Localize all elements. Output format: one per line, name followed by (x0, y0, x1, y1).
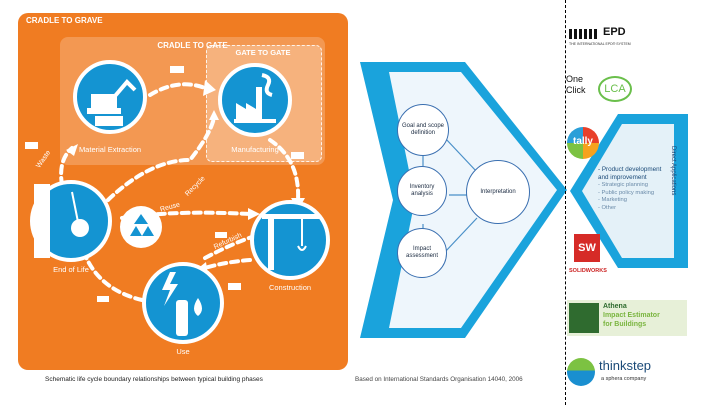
tally-name: tally (572, 136, 593, 147)
framework-vertical-label: ISO 14040 Life cycle assessment framewor… (370, 121, 376, 230)
athena-column-icon (569, 303, 599, 333)
applications-title: - Product development and improvement (598, 166, 662, 182)
truck-icon (228, 283, 241, 290)
arrowhead (66, 144, 78, 156)
athena-name: Athena (603, 303, 627, 310)
use-circle (142, 262, 224, 344)
material-extraction-circle (73, 60, 147, 134)
arrow-construction-to-use (203, 258, 252, 270)
manufacturing-circle (218, 63, 292, 137)
one-click-lca-logo: One Click LCA (566, 74, 636, 102)
arrowhead (209, 110, 219, 120)
epd-subtitle: THE INTERNATIONAL EPD® SYSTEM (569, 42, 631, 46)
tally-logo: tally (567, 127, 599, 159)
section-divider (565, 0, 566, 405)
thinkstep-logo: thinkstep a sphera company (567, 356, 687, 388)
arrow-extraction-to-manufacturing (148, 82, 207, 97)
epd-bars-icon (569, 29, 599, 39)
arrow-recycle (106, 116, 216, 202)
arrowhead (203, 80, 216, 96)
applications-item: - Marketing (598, 197, 627, 204)
utilities-icon (162, 272, 202, 336)
material-extraction-label: Material Extraction (78, 145, 142, 154)
oneclick-lca: LCA (598, 76, 632, 102)
athena-line2: Impact Estimator (603, 312, 660, 319)
applications-list: - Product development and improvement - … (598, 166, 670, 212)
truck-icon (170, 66, 184, 73)
truck-icon (291, 152, 304, 159)
recycle-icon (130, 214, 154, 236)
solidworks-name: SOLIDWORKS (569, 268, 607, 274)
thinkstep-subtitle: a sphera company (601, 376, 647, 382)
excavator-icon (87, 79, 137, 126)
gate-to-gate-label: GATE TO GATE (235, 48, 291, 57)
lifecycle-caption: Schematic life cycle boundary relationsh… (45, 376, 263, 383)
construction-circle (250, 200, 330, 280)
truck-icon (215, 232, 227, 238)
oneclick-click: Click (566, 85, 586, 95)
oneclick-one: One (566, 74, 584, 84)
cradle-to-grave-label: CRADLE TO GRAVE (26, 16, 103, 25)
recycle-badge (120, 206, 162, 248)
inventory-analysis-node: Inventory analysis (397, 166, 447, 216)
athena-line3: for Buildings (603, 321, 647, 328)
thinkstep-name: thinkstep (599, 358, 652, 373)
arrow-manufacturing-to-construction (268, 138, 301, 202)
framework-diagram (360, 62, 567, 338)
solidworks-mark-icon: SW (574, 234, 600, 262)
end-of-life-circle (30, 180, 112, 262)
applications-item: - Strategic planning (598, 182, 648, 189)
factory-icon (234, 73, 276, 123)
goal-and-scope-node: Goal and scope definition (397, 104, 449, 156)
thinkstep-globe-icon (567, 358, 595, 386)
applications-vertical-label: Direct Applications (670, 146, 676, 196)
impact-assessment-node: Impact assessment (397, 228, 447, 278)
construction-label: Construction (268, 283, 312, 292)
applications-arrow (570, 114, 688, 268)
epd-logo: EPD THE INTERNATIONAL EPD® SYSTEM (567, 26, 649, 48)
solidworks-logo: SW SOLIDWORKS (569, 234, 619, 278)
truck-icon (97, 296, 109, 302)
manufacturing-label: Manufacturing (231, 145, 279, 154)
framework-source-caption: Based on International Standards Organis… (355, 376, 523, 383)
truck-icon (25, 142, 38, 149)
applications-item: - Public policy making (598, 189, 655, 196)
use-label: Use (176, 347, 190, 356)
interpretation-node: Interpretation (466, 160, 530, 224)
applications-item: - Other (598, 204, 617, 211)
cradle-to-gate-label: CRADLE TO GATE (157, 41, 228, 50)
end-of-life-label: End of Life (53, 265, 89, 274)
arrowhead (248, 208, 260, 220)
wrecking-ball-icon (34, 184, 89, 258)
arrow-use-to-end-of-life (83, 253, 144, 302)
epd-name: EPD (603, 26, 626, 38)
athena-logo: Athena Impact Estimator for Buildings (567, 300, 687, 336)
crane-icon (262, 214, 320, 270)
